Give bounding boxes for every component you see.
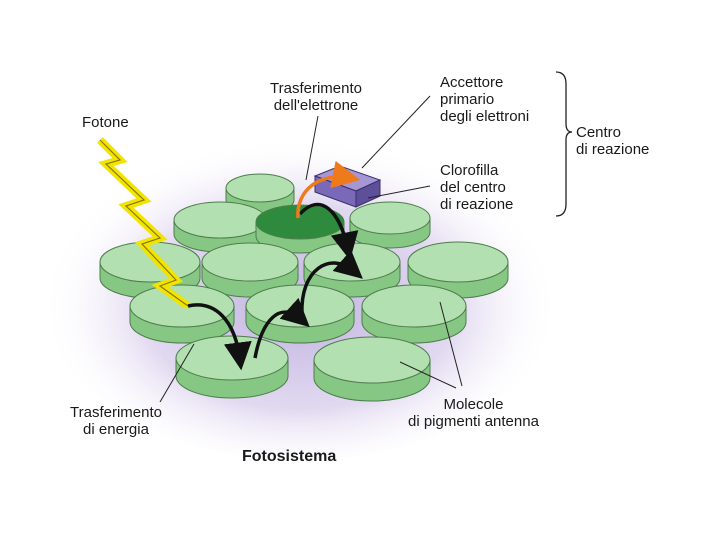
antenna-disks [99, 173, 509, 402]
reaction-center-brace [555, 71, 573, 217]
diagram-title: Fotosistema [242, 448, 337, 465]
photon-label: Fotone [82, 114, 129, 131]
antenna-molecules-label: Molecole di pigmenti antenna [408, 396, 539, 430]
antenna-pigment-disk [407, 241, 509, 299]
leader-lines [159, 95, 463, 403]
reaction-center-chlorophyll-label: Clorofilla del centro di reazione [440, 162, 514, 213]
primary-acceptor-label: Accettore primario degli elettroni [440, 74, 530, 125]
energy-arrow-3 [300, 249, 363, 315]
energy-transfer-label: Trasferimento di energia [70, 404, 162, 438]
reaction-center-chlorophyll-disk [255, 204, 345, 254]
energy-arrow-4 [298, 202, 359, 261]
photon-lightning-outline [99, 139, 189, 307]
electron-transfer-arrow [296, 160, 361, 219]
reaction-center-label: Centro di reazione [576, 124, 650, 158]
electron-transfer-label: Trasferimento dell'elettrone [270, 80, 362, 114]
antenna-pigment-disk [361, 284, 467, 344]
energy-arrow-1 [187, 303, 252, 371]
antenna-pigment-disk [99, 241, 201, 299]
energy-arrow-2 [253, 297, 310, 359]
antenna-pigment-disk [313, 336, 431, 402]
antenna-pigment-disk [349, 201, 431, 249]
